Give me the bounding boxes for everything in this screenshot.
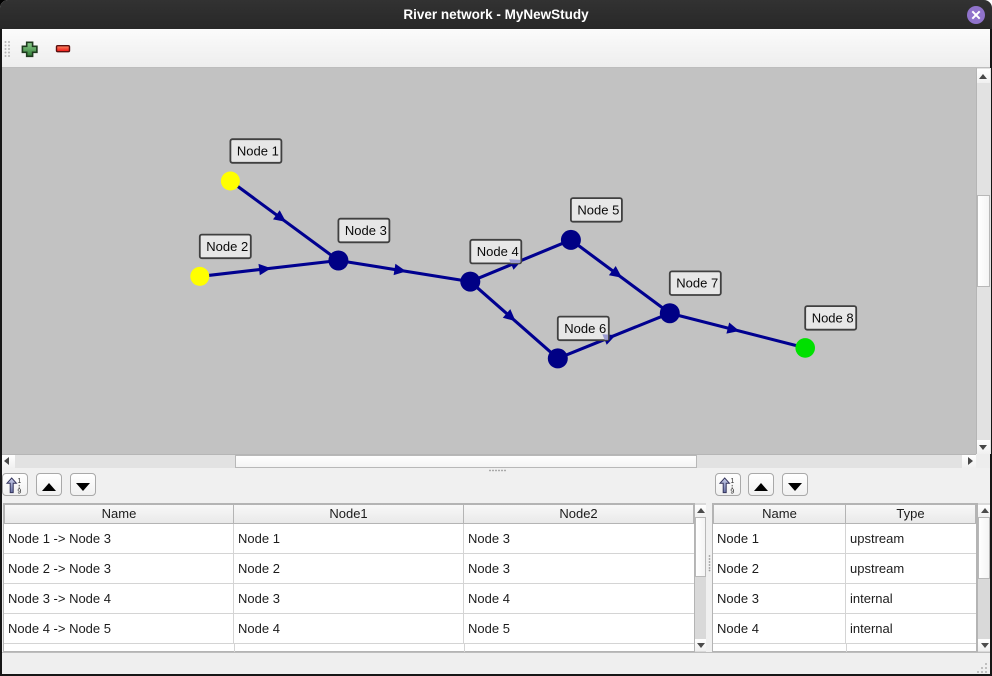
- svg-text:9: 9: [17, 489, 21, 494]
- svg-text:9: 9: [730, 489, 734, 494]
- svg-text:Node 2: Node 2: [206, 239, 248, 254]
- svg-text:1: 1: [17, 478, 21, 485]
- svg-text:Node 4: Node 4: [477, 244, 519, 259]
- svg-text:Node 8: Node 8: [812, 310, 854, 325]
- svg-text:Node 1: Node 1: [237, 144, 279, 159]
- svg-text:Node 3: Node 3: [345, 223, 387, 238]
- svg-text:1: 1: [730, 478, 734, 485]
- svg-text:Node 7: Node 7: [676, 276, 718, 291]
- svg-text:Node 6: Node 6: [564, 321, 606, 336]
- svg-text:Node 5: Node 5: [577, 202, 619, 217]
